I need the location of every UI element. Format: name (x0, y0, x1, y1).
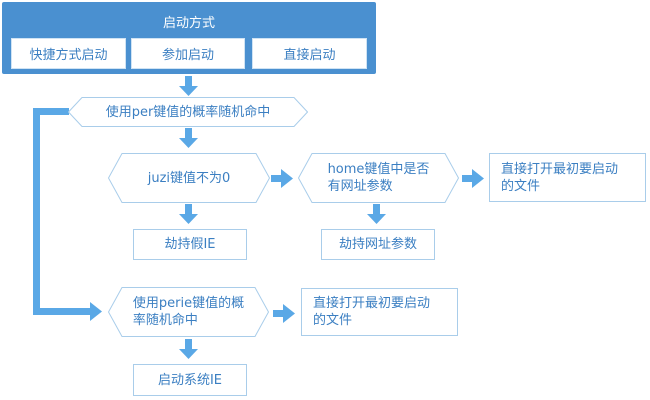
decision-per-probability: 使用per键值的概率随机命中 (68, 97, 308, 127)
option-param-launch: 参加启动 (131, 38, 245, 69)
decision-shape (108, 153, 270, 203)
action-line2: 的文件 (501, 178, 541, 194)
decision-juzi-nonzero: juzi键值不为0 (108, 153, 270, 203)
launch-mode-header: 启动方式 快捷方式启动 参加启动 直接启动 (2, 2, 376, 74)
option-direct-launch: 直接启动 (252, 38, 367, 69)
decision-shape (108, 287, 269, 337)
decision-perie-probability: 使用perie键值的概 率随机命中 (108, 287, 269, 337)
decision-label: juzi键值不为0 (147, 170, 231, 186)
decision-label: 使用per键值的概率随机命中 (105, 104, 271, 120)
decision-label-line2: 率随机命中 (132, 313, 198, 328)
action-hijack-fake-ie: 劫持假IE (133, 229, 247, 260)
action-open-first-file-1: 直接打开最初要启动 的文件 (489, 153, 646, 202)
action-hijack-url-params: 劫持网址参数 (321, 229, 435, 260)
decision-label-line1: 使用perie键值的概 (132, 296, 245, 311)
header-title: 启动方式 (162, 16, 215, 31)
decision-label: 使用perie键值的概 率随机命中 (108, 287, 269, 337)
decision-label-line1: home键值中是否 (327, 162, 430, 177)
action-line2: 的文件 (313, 313, 353, 328)
action-launch-system-ie: 启动系统IE (133, 364, 247, 396)
decision-shape (298, 153, 459, 203)
decision-label: home键值中是否 有网址参数 (298, 153, 459, 203)
decision-label-line2: 有网址参数 (327, 179, 393, 194)
decision-shape (68, 97, 308, 127)
action-line1: 直接打开最初要启动 (313, 296, 431, 311)
action-open-first-file-2: 直接打开最初要启动 的文件 (301, 288, 458, 336)
option-shortcut-launch: 快捷方式启动 (11, 38, 126, 69)
decision-home-url-params: home键值中是否 有网址参数 (298, 153, 459, 203)
action-line1: 直接打开最初要启动 (501, 161, 619, 177)
